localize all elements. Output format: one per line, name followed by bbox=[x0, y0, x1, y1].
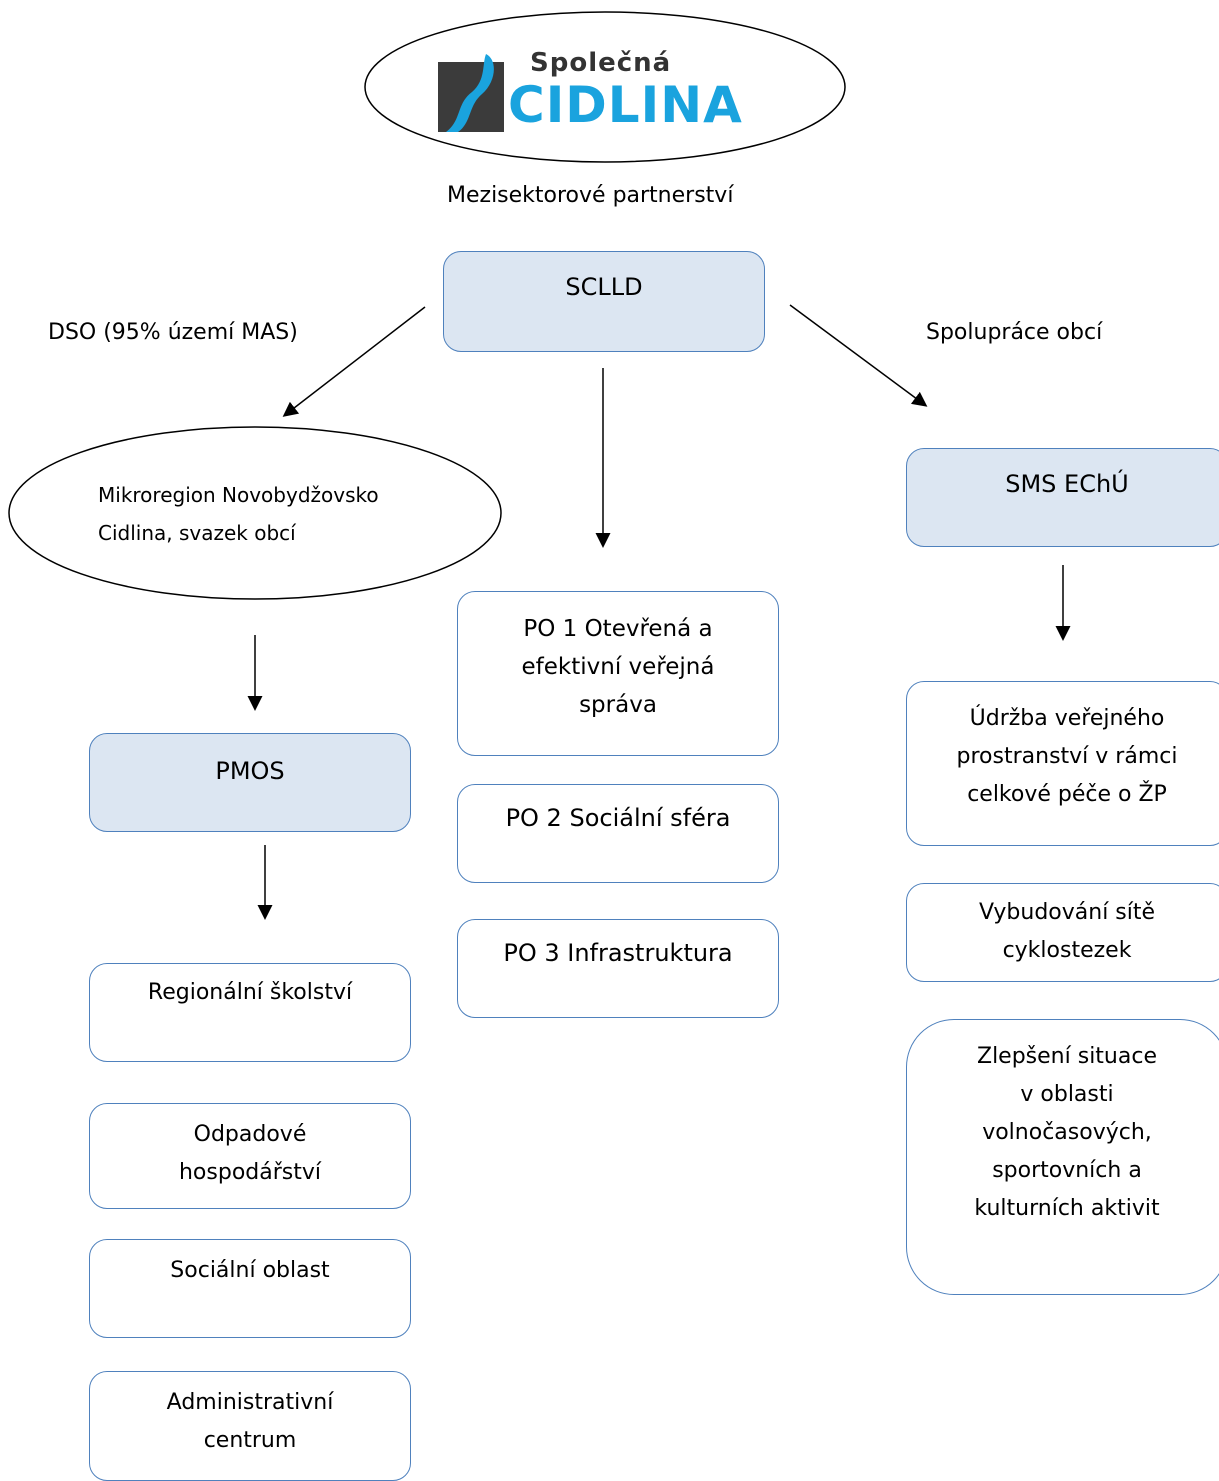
item-line: centrum bbox=[203, 1428, 297, 1453]
logo-word-cidlina: CIDLINA bbox=[508, 76, 743, 134]
item-line: v oblasti bbox=[1020, 1082, 1114, 1107]
item-line: sportovních a bbox=[992, 1158, 1142, 1183]
item-line: Administrativní bbox=[166, 1390, 334, 1415]
item-line: efektivní veřejná bbox=[521, 654, 715, 680]
po2-box: PO 2 Sociální sféra bbox=[457, 784, 779, 883]
logo-mark-icon bbox=[438, 54, 504, 132]
sms-item-volnocas: Zlepšení situace v oblasti volnočasových… bbox=[906, 1019, 1219, 1295]
mikroregion-label: Mikroregion Novobydžovsko Cidlina, svaze… bbox=[98, 476, 379, 552]
sms-item-cyklostezky: Vybudování sítě cyklostezek bbox=[906, 883, 1219, 982]
logo-word-spolecna: Společná bbox=[530, 48, 672, 78]
right-edge-label: Spolupráce obcí bbox=[926, 320, 1103, 345]
po3-box: PO 3 Infrastruktura bbox=[457, 919, 779, 1018]
item-line: PO 1 Otevřená a bbox=[523, 616, 713, 642]
item-line: Regionální školství bbox=[147, 980, 353, 1005]
mikroregion-ellipse bbox=[8, 426, 502, 600]
subtitle: Mezisektorové partnerství bbox=[447, 183, 734, 208]
pmos-item-odpady: Odpadové hospodářství bbox=[89, 1103, 411, 1209]
item-line: celkové péče o ŽP bbox=[967, 782, 1167, 807]
item-line: Zlepšení situace bbox=[977, 1044, 1157, 1069]
arrow-to-dso bbox=[282, 306, 426, 417]
item-line: hospodářství bbox=[178, 1160, 321, 1185]
arrow-to-sms bbox=[789, 304, 928, 407]
sms-item-udrzba: Údržba veřejného prostranství v rámci ce… bbox=[906, 681, 1219, 846]
item-line: správa bbox=[579, 692, 657, 718]
pmos-item-socialni: Sociální oblast bbox=[89, 1239, 411, 1338]
sms-echu-node: SMS EChÚ bbox=[906, 448, 1219, 547]
pmos-node: PMOS bbox=[89, 733, 411, 832]
item-line: Sociální oblast bbox=[170, 1258, 330, 1283]
item-line: kulturních aktivit bbox=[974, 1196, 1160, 1221]
item-line: prostranství v rámci bbox=[956, 744, 1178, 769]
mikroregion-line-1: Mikroregion Novobydžovsko bbox=[98, 483, 379, 507]
po1-box: PO 1 Otevřená a efektivní veřejná správa bbox=[457, 591, 779, 756]
logo-ellipse bbox=[364, 11, 846, 163]
left-edge-label: DSO (95% území MAS) bbox=[48, 320, 298, 345]
pmos-item-administrativni: Administrativní centrum bbox=[89, 1371, 411, 1481]
mikroregion-line-2: Cidlina, svazek obcí bbox=[98, 521, 296, 545]
spolecna-cidlina-logo: Společná CIDLINA bbox=[438, 48, 758, 138]
item-line: cyklostezek bbox=[1002, 938, 1132, 963]
item-line: PO 2 Sociální sféra bbox=[505, 804, 731, 832]
pmos-item-skolstvi: Regionální školství bbox=[89, 963, 411, 1062]
item-line: Údržba veřejného bbox=[969, 706, 1165, 731]
item-line: Vybudování sítě bbox=[978, 900, 1156, 925]
item-line: Odpadové bbox=[193, 1122, 307, 1147]
item-line: volnočasových, bbox=[982, 1120, 1152, 1145]
item-line: PO 3 Infrastruktura bbox=[503, 939, 733, 967]
sclld-node: SCLLD bbox=[443, 251, 765, 352]
